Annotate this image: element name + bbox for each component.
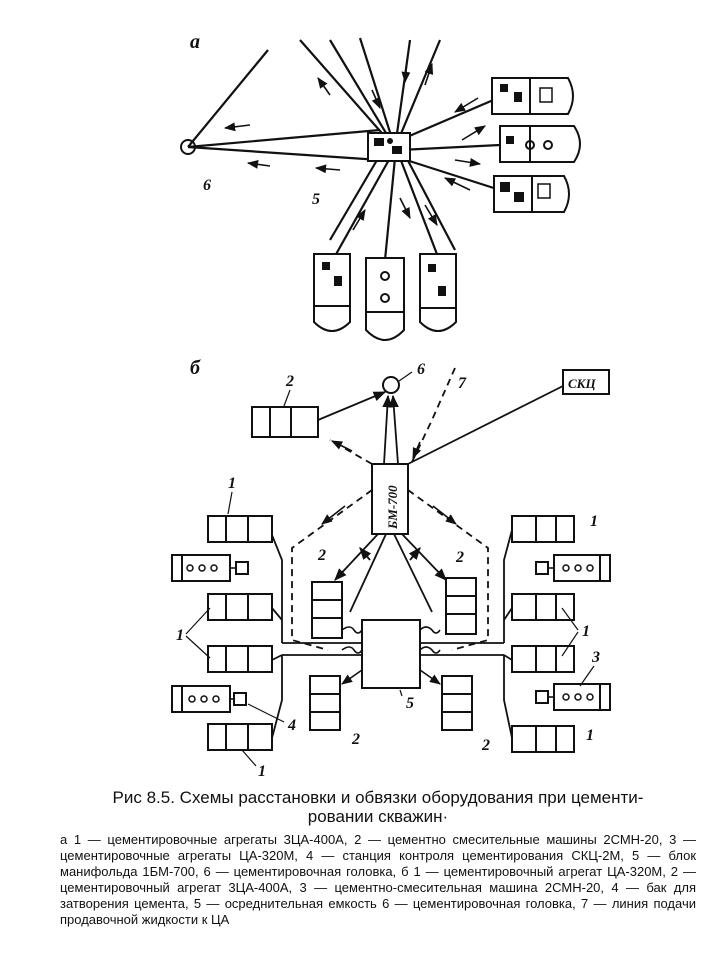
panel-b-bm700 xyxy=(371,463,409,535)
panel-a-manifold-label: 5 xyxy=(312,191,320,208)
figure-caption: Рис 8.5. Схемы расстановки и обвязки обо… xyxy=(60,788,696,928)
panel-b-left-truck-2 xyxy=(207,593,273,621)
panel-b-label-1-right-top: 1 xyxy=(590,513,598,530)
panel-b-skc-line xyxy=(403,385,564,467)
panel-b-label-1-right-bot: 1 xyxy=(586,727,594,744)
panel-b-label-2-top: 2 xyxy=(285,373,294,390)
panel-b-label-2-inner-right-top: 2 xyxy=(455,549,464,566)
panel-b-truck-2-top xyxy=(251,406,319,438)
panel-b-inner-truck-left-bot xyxy=(309,675,341,731)
panel-b-label-1-left-bot: 1 xyxy=(258,763,266,780)
panel-b-inner-truck-right-bot xyxy=(441,675,473,731)
panel-b-bm-to-trucks xyxy=(334,533,447,613)
panel-b-label-1-left-mid: 1 xyxy=(176,627,184,644)
panel-a-truck-right-top xyxy=(491,77,574,115)
panel-b-letter: б xyxy=(190,357,201,379)
panel-b-line-label: 7 xyxy=(458,375,467,392)
panel-b-tank-arrows xyxy=(341,626,441,685)
panel-b-line7 xyxy=(411,367,456,463)
panel-a-lines xyxy=(187,37,506,266)
panel-b-head-label: 6 xyxy=(417,361,425,378)
panel-b-right-truck-3 xyxy=(511,645,575,673)
panel-b-right-truck-2 xyxy=(511,593,575,621)
panel-b-right-truck-1 xyxy=(511,515,575,543)
panel-b-label-1-left-top: 1 xyxy=(228,475,236,492)
panel-a-truck-right-bot xyxy=(493,175,570,213)
panel-b-label-2-inner-left-top: 2 xyxy=(317,547,326,564)
panel-a-truck-bottom-right xyxy=(419,253,457,332)
caption-title: Рис 8.5. Схемы расстановки и обвязки обо… xyxy=(112,788,644,826)
panel-a-truck-right-mid xyxy=(499,125,581,163)
panel-b-right-mixer-2 xyxy=(535,683,611,711)
panel-b-left-mixer-1 xyxy=(171,554,249,582)
panel-a-letter: а xyxy=(190,31,200,53)
panel-a-manifold xyxy=(367,132,411,162)
panel-b-head-lines xyxy=(382,394,399,465)
panel-a-truck-bottom-mid xyxy=(365,257,405,341)
panel-b-label-3: 3 xyxy=(591,649,600,666)
panel-b-right-mixer-1 xyxy=(535,554,611,582)
panel-a: а 6 xyxy=(180,31,581,341)
panel-b-head xyxy=(382,376,400,394)
well-cementing-diagram: а 6 xyxy=(171,31,611,780)
panel-b-left-truck-4 xyxy=(207,723,273,751)
caption-body: а 1 — цементировочные агрегаты 3ЦА-400А,… xyxy=(60,832,696,927)
panel-b-side-lines xyxy=(269,529,513,739)
panel-a-head-label: 6 xyxy=(203,177,211,194)
panel-b-inner-truck-left-top xyxy=(311,581,343,639)
panel-b-left-mixer-2 xyxy=(171,685,247,713)
panel-b-label-2-inner-right-bot: 2 xyxy=(481,737,490,754)
panel-b-left-truck-1 xyxy=(207,515,273,543)
panel-b-bm700-label: БМ-700 xyxy=(385,485,400,530)
panel-b: б 6 7 СКЦ БМ-700 2 xyxy=(171,357,611,780)
panel-b-right-truck-4 xyxy=(511,725,575,753)
panel-b-tank xyxy=(361,619,421,689)
panel-a-truck-bottom-left xyxy=(313,253,351,332)
panel-b-label-1-right-mid: 1 xyxy=(582,623,590,640)
panel-b-tank-label: 5 xyxy=(406,695,414,712)
panel-b-left-truck-3 xyxy=(207,645,273,673)
panel-b-skc-label: СКЦ xyxy=(568,376,596,391)
panel-b-inner-truck-right-top xyxy=(445,577,477,635)
panel-a-arrows xyxy=(223,59,486,231)
panel-b-label-4: 4 xyxy=(287,717,296,734)
panel-b-label-2-inner-left-bot: 2 xyxy=(351,731,360,748)
panel-b-skc xyxy=(562,369,610,395)
